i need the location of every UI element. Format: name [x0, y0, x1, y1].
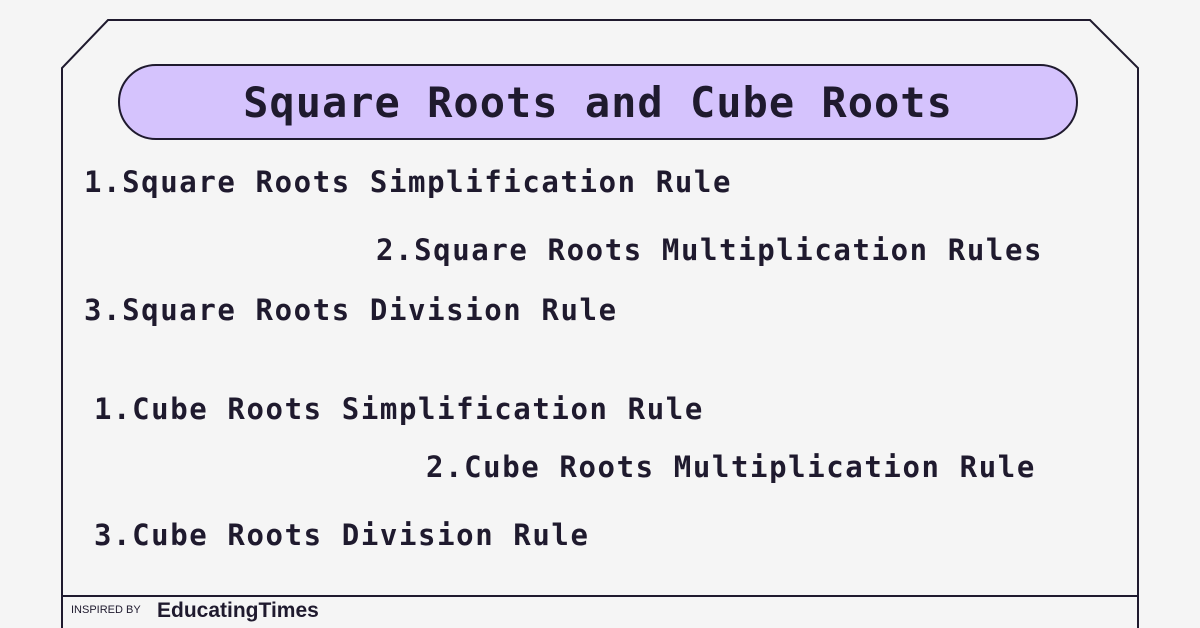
inspired-by-label: INSPIRED BY	[71, 604, 141, 616]
cube-roots-rule-2: 2.Cube Roots Multiplication Rule	[426, 450, 1036, 484]
brand-name: EducatingTimes	[157, 599, 319, 622]
square-roots-rule-1: 1.Square Roots Simplification Rule	[84, 165, 733, 199]
cube-roots-rule-1: 1.Cube Roots Simplification Rule	[94, 392, 704, 426]
card-outline	[61, 19, 1139, 628]
title-banner: Square Roots and Cube Roots	[118, 64, 1078, 140]
page-title: Square Roots and Cube Roots	[243, 77, 953, 127]
cube-roots-rule-3: 3.Cube Roots Division Rule	[94, 518, 590, 552]
square-roots-rule-3: 3.Square Roots Division Rule	[84, 293, 618, 327]
square-roots-rule-2: 2.Square Roots Multiplication Rules	[376, 233, 1044, 267]
